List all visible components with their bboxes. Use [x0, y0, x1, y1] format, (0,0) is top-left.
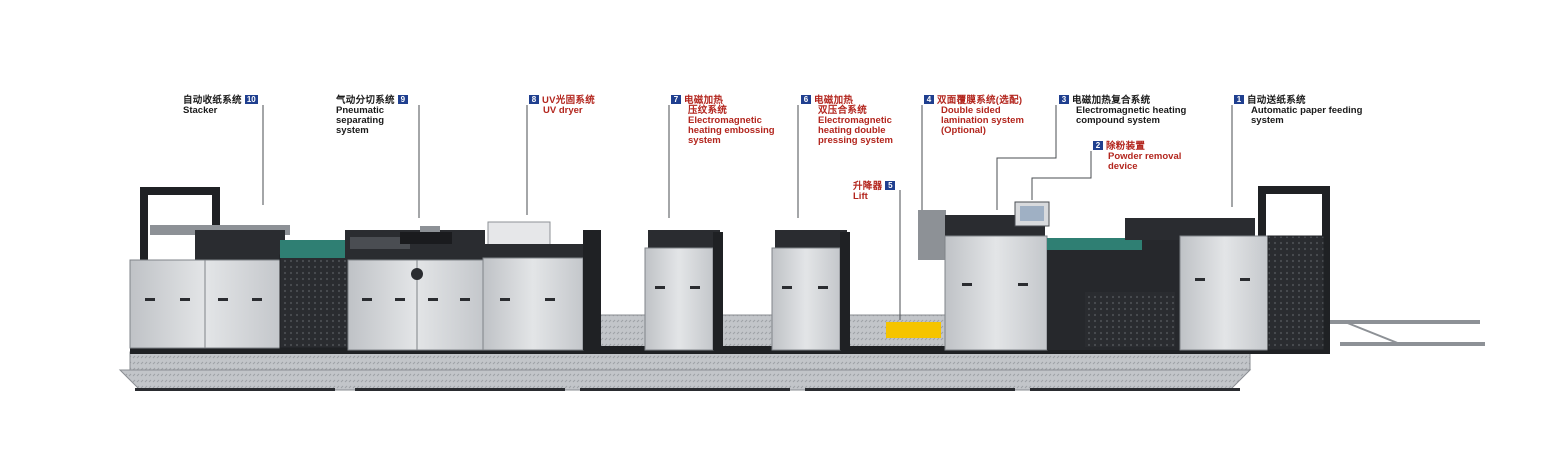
callout-number-badge: 2: [1093, 141, 1103, 150]
callout-en: Electromagnetic: [818, 115, 892, 126]
callout-en: Double sided: [941, 105, 1001, 116]
callout-en: system: [336, 125, 369, 136]
callout-zh: 电磁加热: [814, 95, 854, 106]
callout-zh: 升降器: [853, 181, 883, 192]
callout-en: Stacker: [183, 105, 218, 116]
callout-number-badge: 6: [801, 95, 811, 104]
callout-number-badge: 4: [924, 95, 934, 104]
callout-en: heating embossing: [688, 125, 775, 136]
callout-en: Electromagnetic heating: [1076, 105, 1187, 116]
callout-en: Lift: [853, 191, 868, 202]
callout-number-badge: 10: [244, 95, 258, 104]
callout-en: system: [1251, 115, 1284, 126]
separating-and-uv-unit: [345, 221, 601, 351]
callout-number-badge: 9: [397, 95, 408, 104]
callout-en: pressing system: [818, 135, 893, 146]
callout-number-badge: 5: [885, 181, 896, 190]
callout-en: Pneumatic: [336, 105, 385, 116]
callout-en: Automatic paper feeding: [1251, 105, 1363, 116]
callout-en: separating: [336, 115, 385, 126]
callout-zh: 自动收纸系统: [183, 95, 242, 106]
callout-zh: 压纹系统: [688, 105, 728, 116]
callout-en: compound system: [1076, 115, 1160, 126]
stacker-unit: [129, 187, 351, 349]
callout-number-badge: 7: [671, 95, 681, 104]
callout-zh: 双压合系统: [818, 105, 868, 116]
lift-pad: [886, 322, 941, 338]
callout-zh: 除粉装置: [1106, 141, 1146, 152]
callout-zh: UV光固系统: [542, 95, 595, 106]
embossing-unit: [644, 230, 723, 351]
double-pressing-unit: [771, 230, 850, 351]
callout-number-badge: 8: [529, 95, 539, 104]
feeder-unit: [1125, 186, 1485, 351]
callout-number-badge: 1: [1234, 95, 1244, 104]
callout-zh: 电磁加热复合系统: [1072, 95, 1151, 106]
callout-zh: 自动送纸系统: [1247, 95, 1306, 106]
callout-en: system: [688, 135, 721, 146]
lamination-compound-unit: [918, 201, 1182, 351]
callout-en: device: [1108, 161, 1138, 172]
base-rail: [130, 346, 1330, 354]
callout-zh: 电磁加热: [684, 95, 724, 106]
callout-en: heating double: [818, 125, 886, 136]
callout-en: Powder removal: [1108, 151, 1182, 162]
callout-number-badge: 3: [1059, 95, 1069, 104]
callout-en: (Optional): [941, 125, 986, 136]
callout-en: UV dryer: [543, 105, 583, 116]
leader-lines: [262, 105, 1233, 320]
callout-zh: 双面覆膜系统(选配): [937, 95, 1023, 106]
callout-en: lamination system: [941, 115, 1024, 126]
callout-en: Electromagnetic: [688, 115, 762, 126]
callout-zh: 气动分切系统: [336, 95, 395, 106]
